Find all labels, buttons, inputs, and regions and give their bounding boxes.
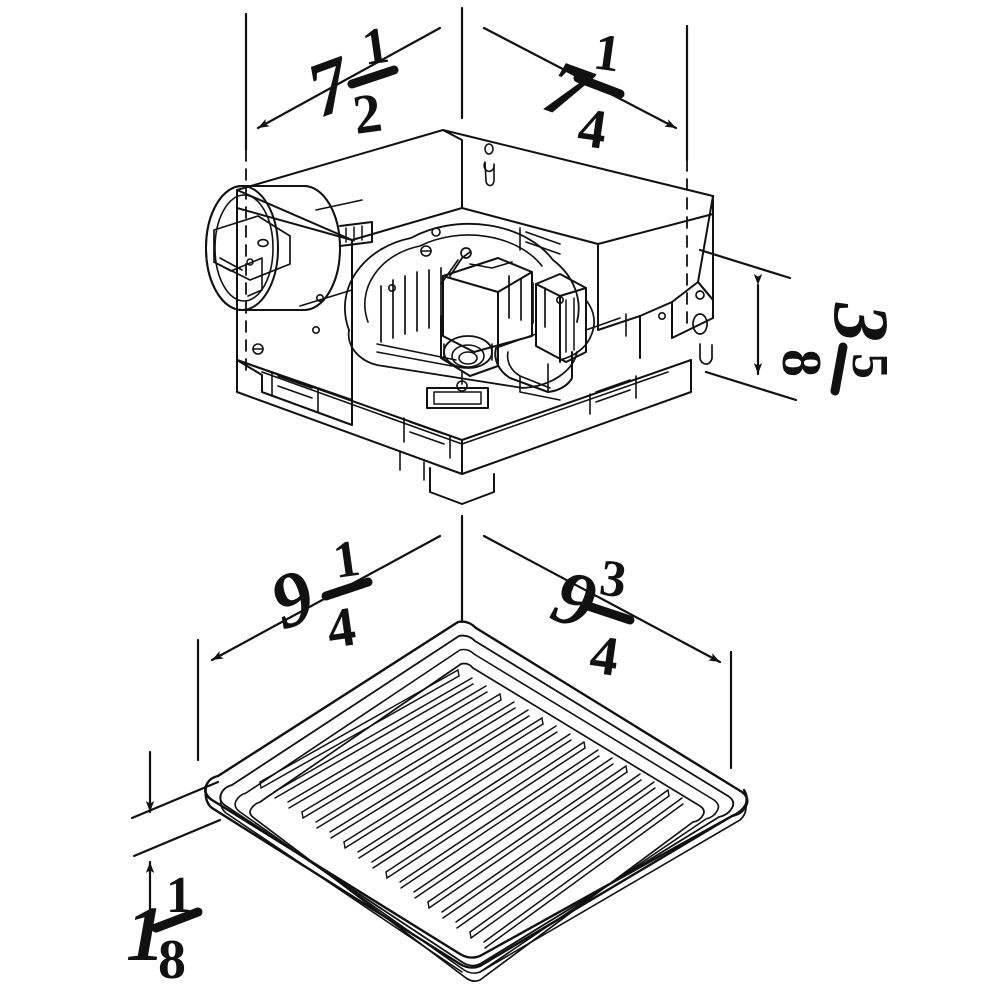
motor-foot-plate — [426, 387, 489, 409]
housing-height-dimension — [698, 248, 798, 402]
wire-lead — [559, 299, 595, 361]
dim-den-1-1-8: 8 — [158, 929, 186, 991]
housing-bottom-tab — [429, 467, 495, 505]
grille-edge-thickness — [204, 784, 748, 969]
bracket-keyhole-slot — [692, 313, 713, 365]
fraction-bar-3-5-8 — [830, 342, 848, 396]
housing-screw-holes — [252, 143, 666, 355]
housing-top-fold — [442, 129, 463, 209]
dimension-label-1-1-8: 1 1 8 — [126, 867, 203, 991]
fraction-bar-7-1-2 — [347, 65, 399, 89]
wiring-box — [494, 273, 595, 401]
grille-inner-face — [249, 662, 705, 982]
grille-louvers — [259, 669, 684, 949]
housing-flange-right-face — [461, 359, 692, 475]
housing-left-skirt — [236, 359, 353, 426]
fraction-bar-7-1-4 — [573, 73, 625, 99]
housing-view — [205, 6, 798, 505]
damper-pivot — [257, 238, 269, 248]
dimension-label-3-5-8: 3 5 8 — [770, 302, 905, 396]
dim-whole-3-5-8: 3 — [818, 302, 905, 342]
blower-wheel — [344, 222, 580, 389]
dim-whole-1-1-8: 1 — [126, 890, 165, 977]
grille-thickness-dimension — [130, 750, 222, 930]
grille-louver-ends — [259, 669, 670, 939]
blower-fins-left — [380, 267, 442, 343]
housing-tray-lip — [261, 371, 669, 445]
housing-bottom-ribs — [399, 451, 425, 481]
housing-mounting-tabs — [271, 227, 637, 459]
fraction-bar-9-1-4 — [321, 577, 373, 601]
grille-edge-thickness-inner — [219, 793, 747, 973]
bracket-screw-hole — [695, 290, 705, 300]
collar-mount-tab — [339, 221, 373, 247]
grille-view — [130, 514, 749, 982]
duct-collar — [205, 185, 373, 311]
fraction-bar-1-1-8 — [151, 907, 203, 933]
outlet-scroll — [494, 347, 573, 393]
fraction-bar-9-3-4 — [583, 601, 635, 625]
dim-den-3-5-8: 8 — [770, 349, 832, 377]
mounting-bracket — [671, 281, 714, 319]
dim-num-3-5-8: 5 — [841, 353, 898, 379]
